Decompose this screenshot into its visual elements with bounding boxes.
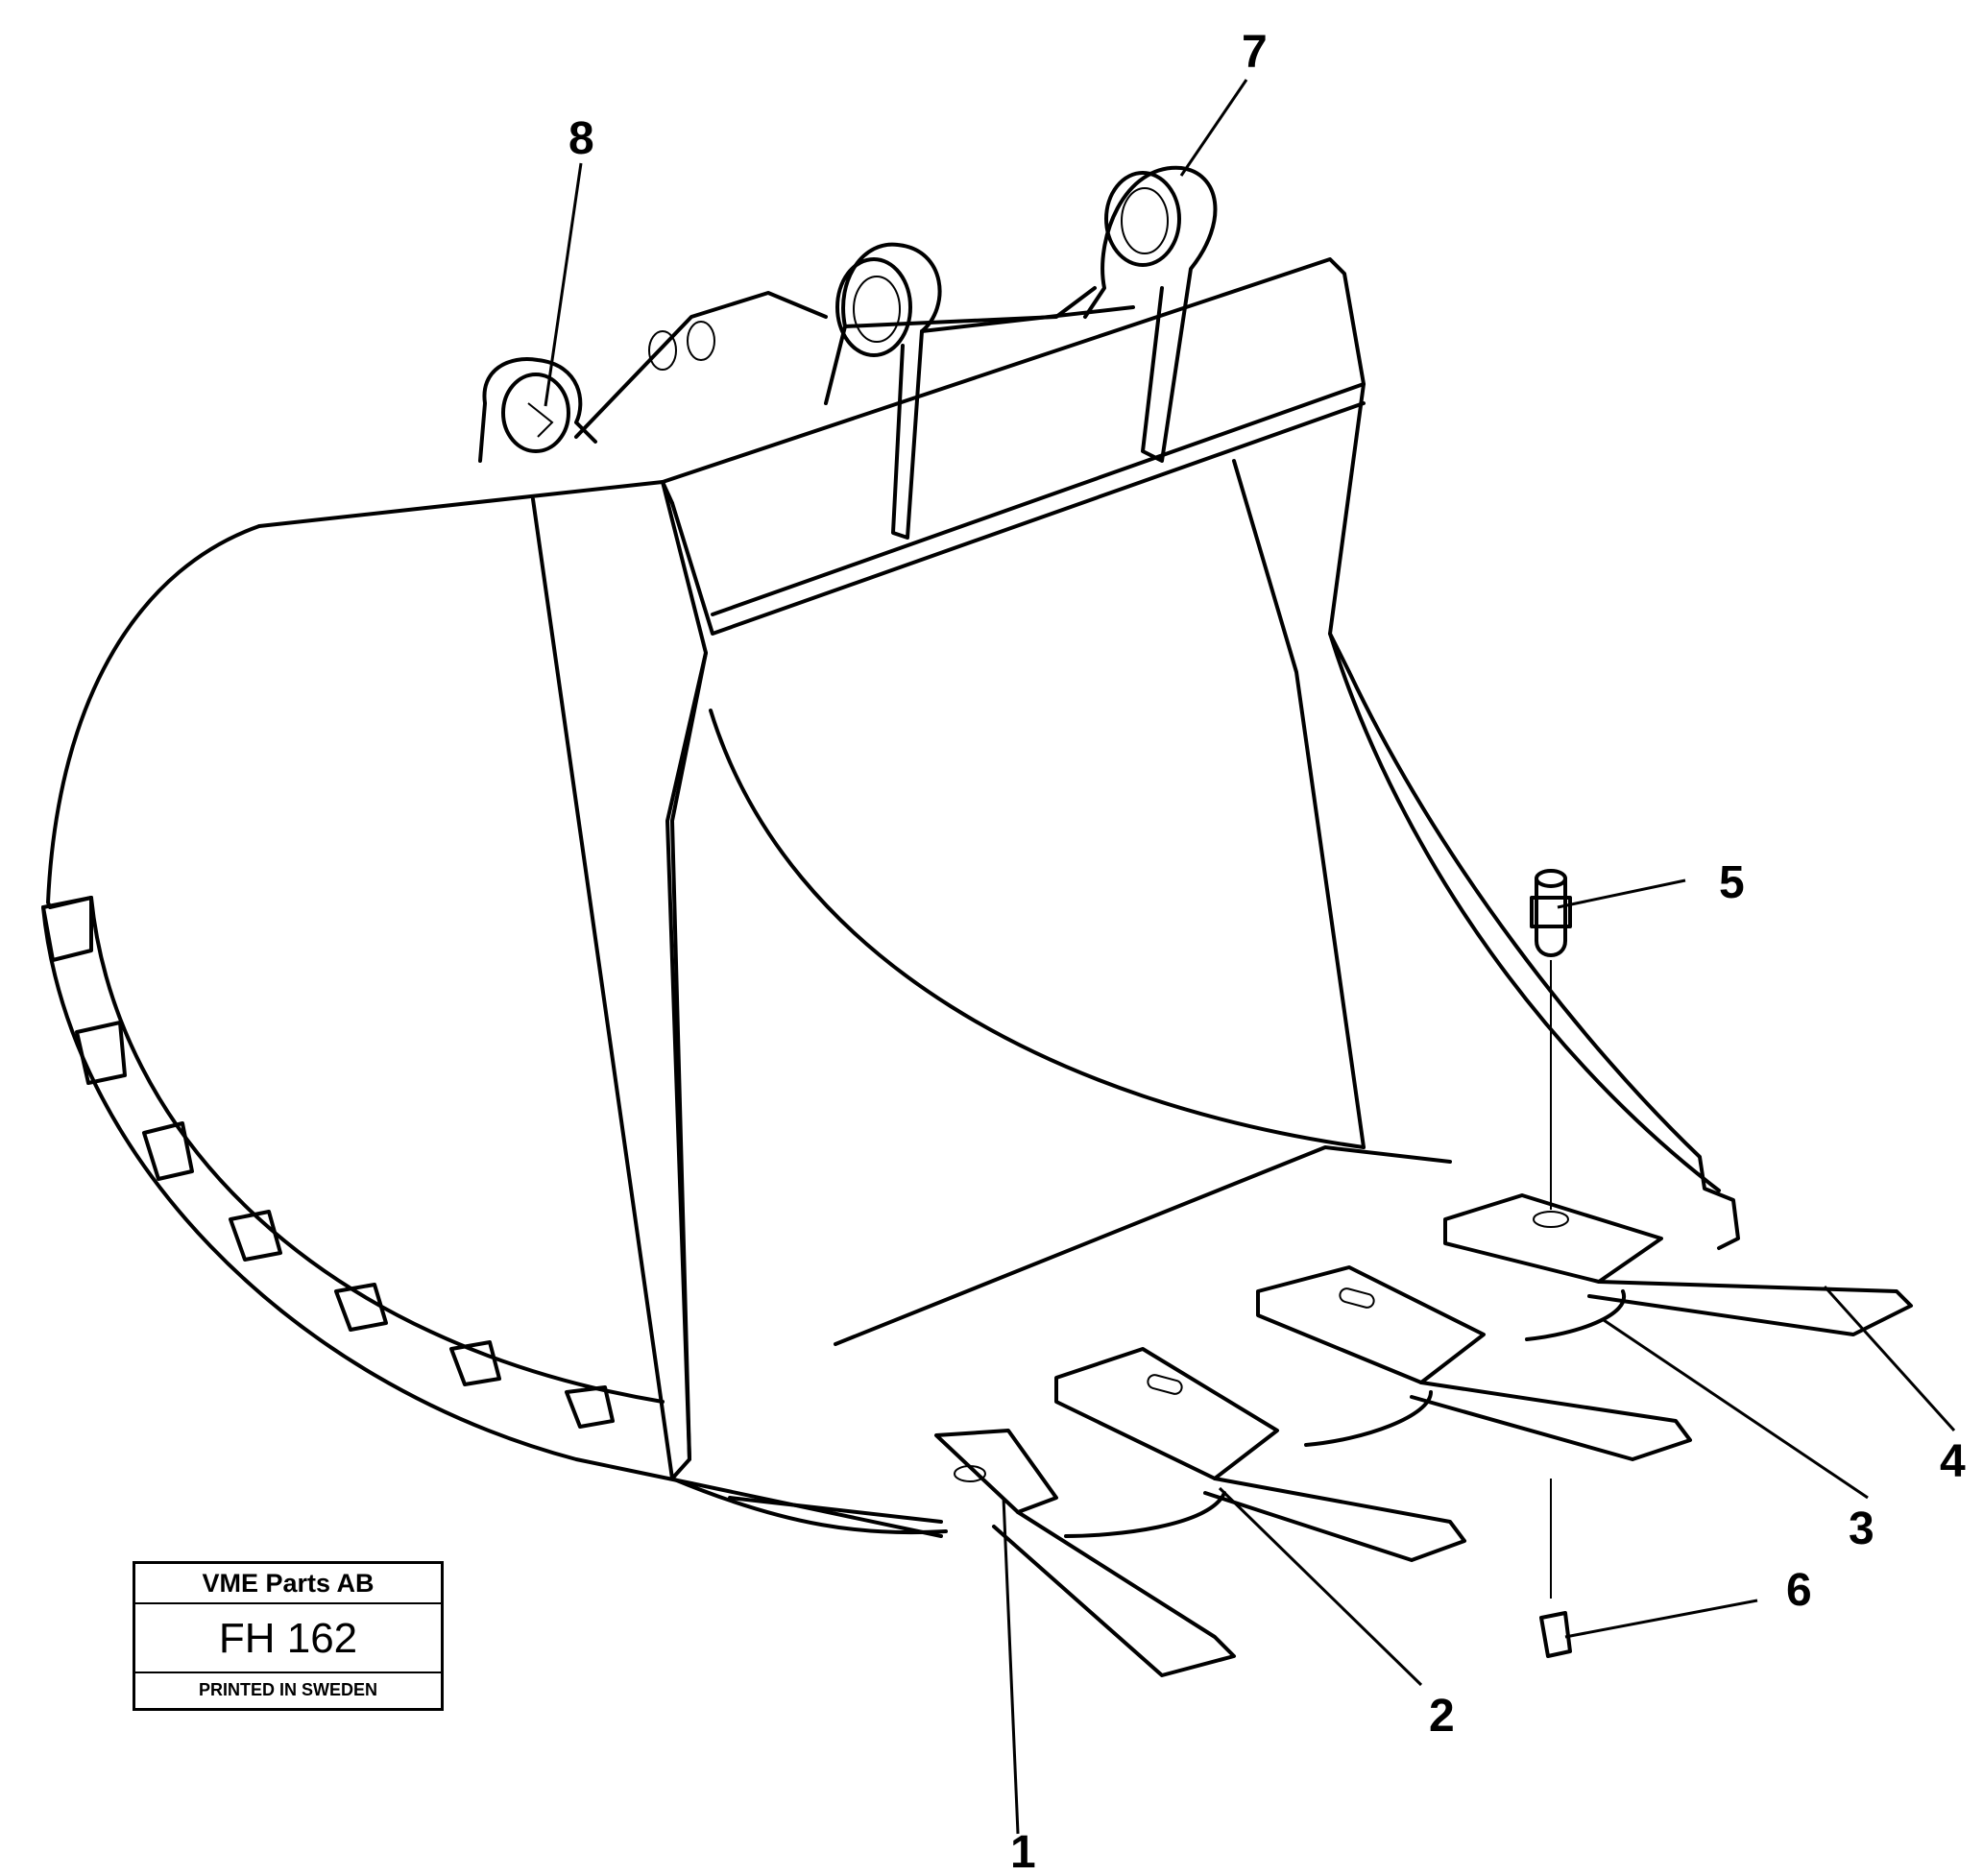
teeth (934, 1193, 1913, 1677)
tooth-4 (1443, 1193, 1913, 1336)
callout-2: 2 (1429, 1691, 1455, 1742)
callout-3: 3 (1849, 1503, 1874, 1554)
bucket-body (41, 257, 1740, 1538)
tooth-3 (1256, 1265, 1692, 1461)
wear-blocks (41, 896, 615, 1429)
tooth-1 (934, 1429, 1236, 1677)
title-block: VME Parts AB FH 162 PRINTED IN SWEDEN (133, 1561, 444, 1711)
leader-lines (544, 79, 1956, 1835)
pin-and-retainer (1530, 869, 1572, 1658)
callout-5: 5 (1719, 857, 1745, 908)
hinge-lugs (478, 165, 1218, 540)
callout-8: 8 (568, 113, 594, 164)
callouts: 1 2 3 4 5 6 7 8 (568, 27, 1966, 1876)
tooth-2 (1054, 1347, 1466, 1562)
callout-7: 7 (1242, 27, 1268, 78)
title-block-note: PRINTED IN SWEDEN (198, 1680, 377, 1699)
title-block-company: VME Parts AB (135, 1564, 441, 1604)
callout-1: 1 (1010, 1827, 1036, 1876)
title-block-code: FH 162 (135, 1604, 441, 1673)
callout-6: 6 (1786, 1565, 1812, 1616)
callout-4: 4 (1940, 1436, 1966, 1487)
